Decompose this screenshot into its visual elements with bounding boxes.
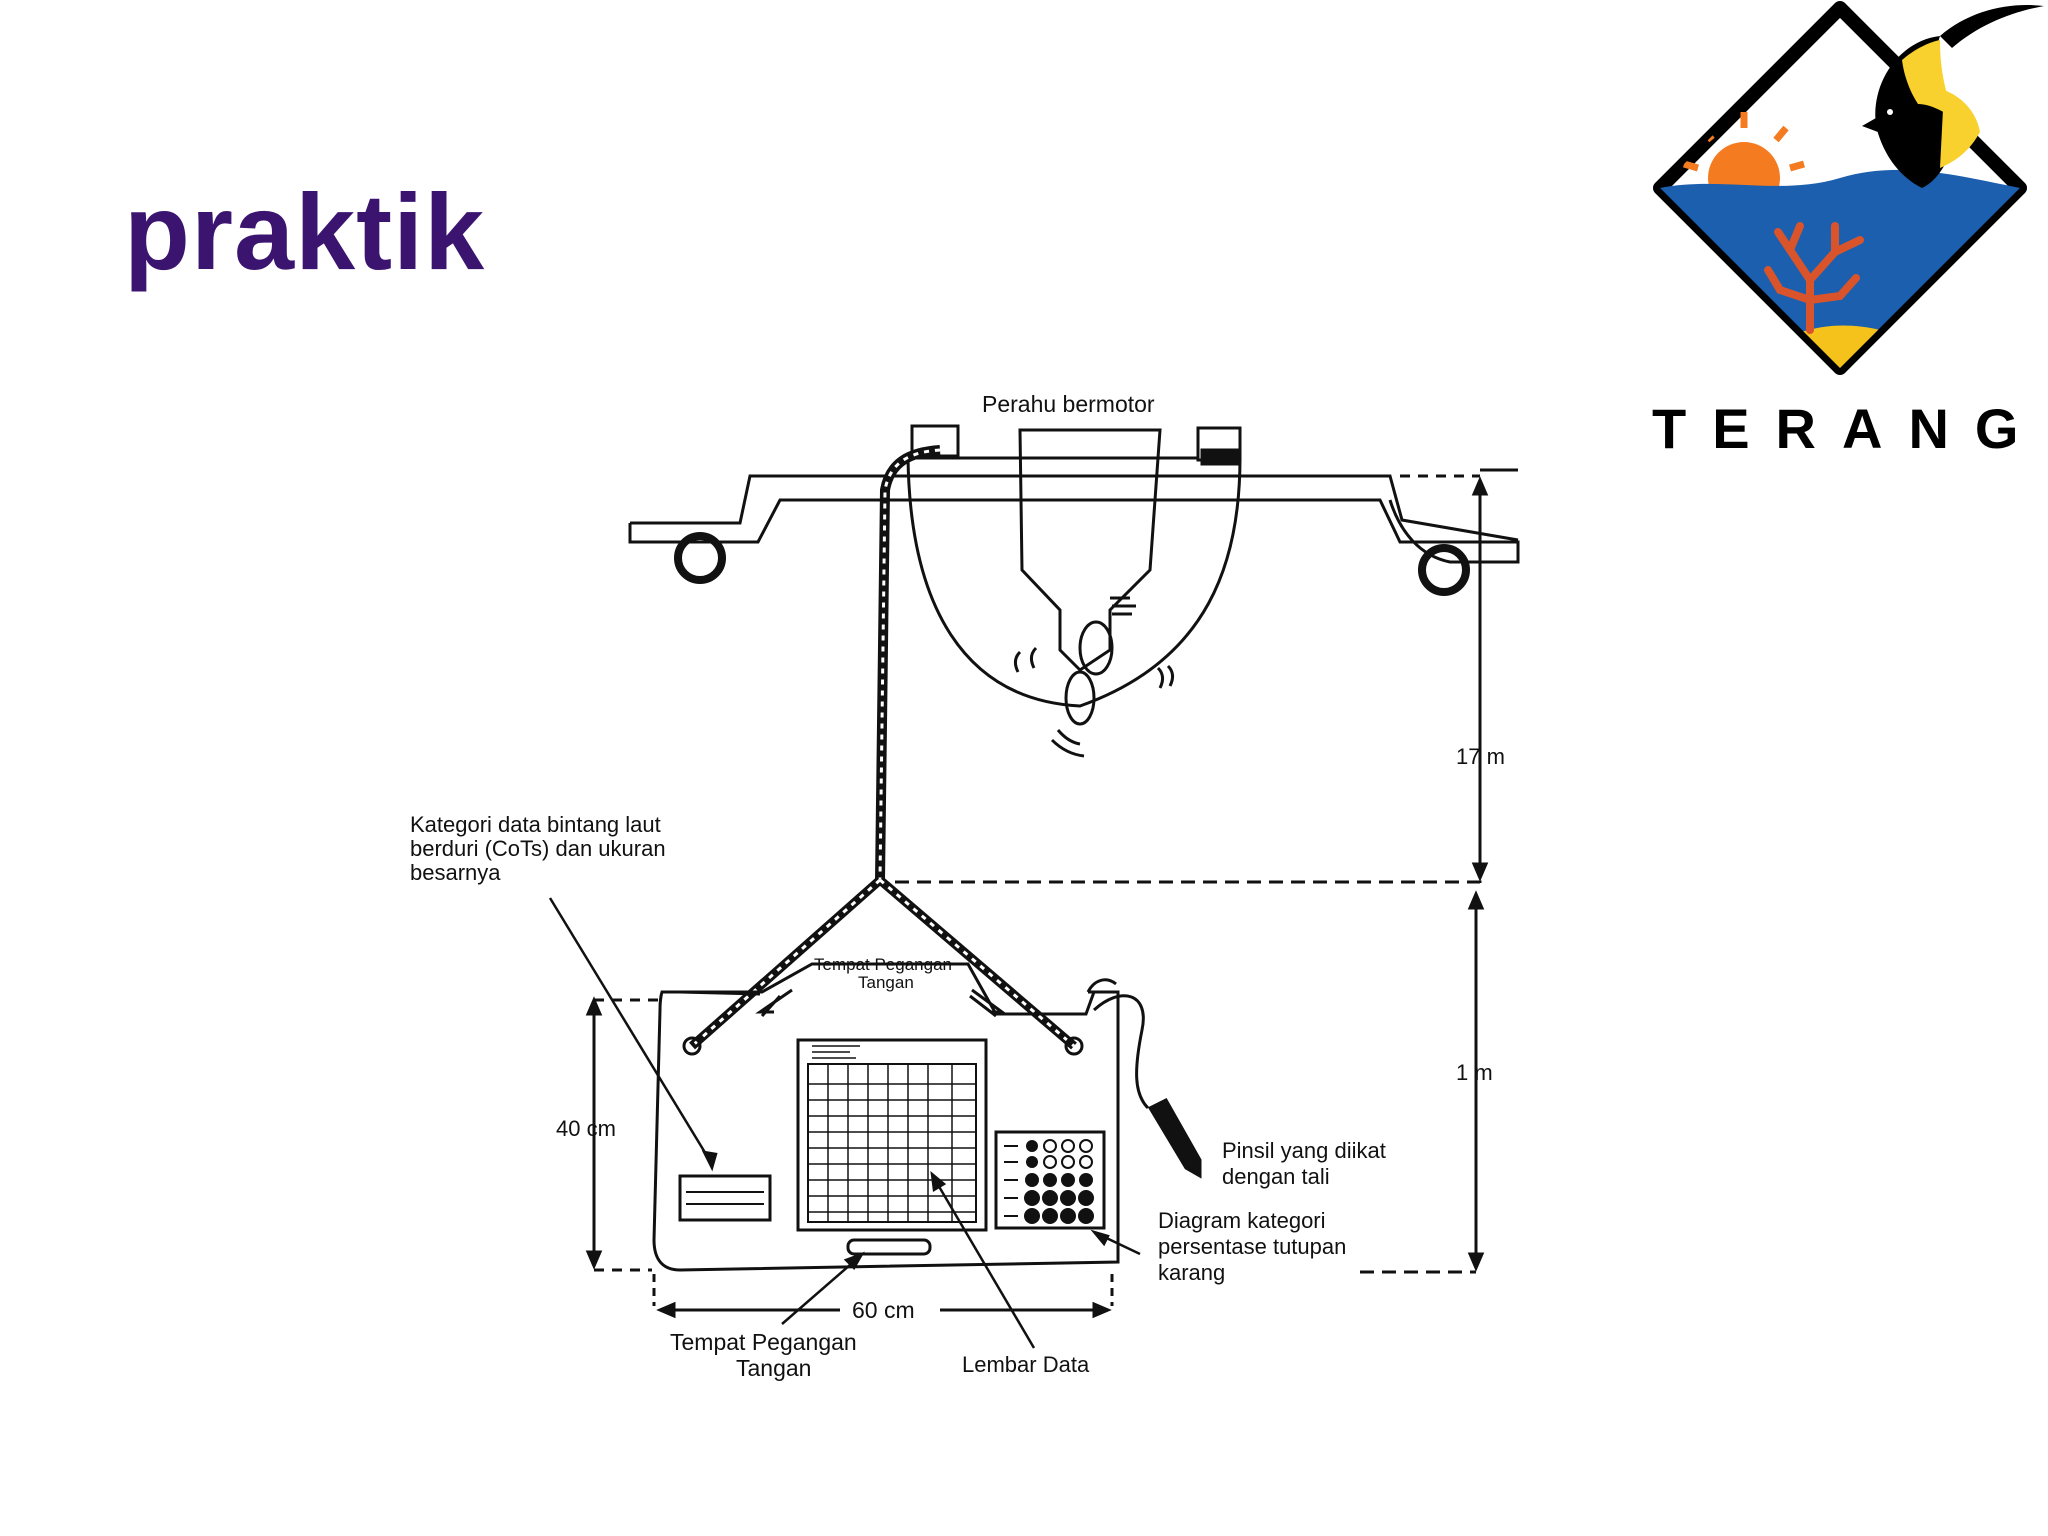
label-datasheet: Lembar Data	[962, 1352, 1090, 1377]
label-handle-top-line1: Tempat Pegangan	[814, 955, 952, 974]
boat-illustration	[628, 424, 1520, 758]
slate-board	[652, 962, 1120, 1272]
coral-icon	[1764, 222, 1864, 334]
label-height: 40 cm	[556, 1116, 616, 1141]
label-cots-line1: Kategori data bintang laut	[410, 812, 661, 837]
label-handle-bottom-line2: Tangan	[736, 1355, 811, 1381]
label-cots-line2: berduri (CoTs) dan ukuran	[410, 836, 666, 861]
label-boat: Perahu bermotor	[982, 391, 1155, 417]
rope	[682, 445, 1084, 1056]
label-pencil-line1: Pinsil yang diikat	[1222, 1138, 1386, 1163]
fish-icon	[1862, 5, 2044, 188]
label-handle-bottom-line1: Tempat Pegangan	[670, 1329, 857, 1355]
label-coral-line2: persentase tutupan	[1158, 1234, 1346, 1259]
label-depth-lower: 1 m	[1456, 1060, 1493, 1085]
board-dimensions	[585, 996, 1114, 1319]
label-handle-top-line2: Tangan	[858, 973, 914, 992]
label-coral-line1: Diagram kategori	[1158, 1208, 1326, 1233]
label-pencil-line2: dengan tali	[1222, 1164, 1330, 1189]
pencil-icon	[1092, 994, 1202, 1179]
leader-lines	[548, 897, 1141, 1349]
depth-dimensions	[895, 468, 1518, 1274]
label-depth-upper: 17 m	[1456, 744, 1505, 769]
label-coral-line3: karang	[1158, 1260, 1225, 1285]
logo-wordmark: TERANGI	[1652, 397, 2048, 460]
label-cots-line3: besarnya	[410, 860, 501, 885]
terangi-logo	[1653, 1, 2044, 375]
label-width: 60 cm	[852, 1297, 915, 1323]
slide-title: praktik	[124, 171, 486, 292]
